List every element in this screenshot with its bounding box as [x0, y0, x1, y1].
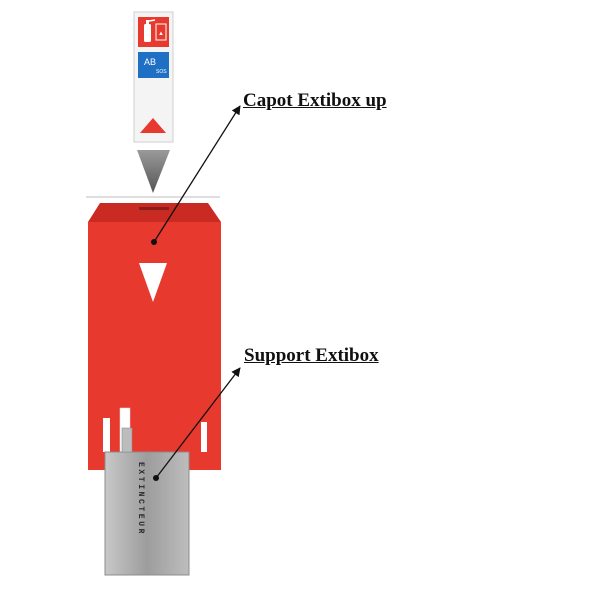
insert-down-arrow-icon — [137, 150, 170, 193]
leader-line-support — [155, 367, 241, 479]
sign-red-block — [138, 17, 169, 47]
sign-sub-text: SOS — [156, 69, 167, 75]
svg-text:▲: ▲ — [158, 31, 164, 37]
sign-blue-block — [138, 52, 169, 78]
support-extibox: EXTINCTEUR — [104, 427, 190, 576]
fire-class-icon: ▲ — [155, 23, 167, 41]
leader-dot-capot — [151, 239, 157, 245]
support-plate — [104, 451, 190, 576]
support-vertical-text: EXTINCTEUR — [136, 462, 145, 536]
capot-extibox — [88, 203, 221, 470]
capot-down-arrow-icon — [139, 263, 167, 302]
leader-line-capot — [153, 105, 241, 243]
leader-dot-support — [153, 475, 159, 481]
capot-top-face — [88, 203, 221, 222]
label-capot-extibox: Capot Extibox up — [243, 90, 387, 111]
sign-class-text: AB — [144, 57, 156, 67]
extinguisher-icon — [144, 19, 156, 42]
capot-slit-right — [201, 422, 207, 452]
capot-slit-left — [103, 418, 110, 452]
label-support-extibox: Support Extibox — [244, 345, 379, 366]
extinguisher-sign: ▲ AB SOS — [133, 11, 174, 143]
support-tab — [121, 427, 133, 453]
up-arrow-icon — [140, 118, 166, 133]
capot-slot — [139, 207, 169, 210]
